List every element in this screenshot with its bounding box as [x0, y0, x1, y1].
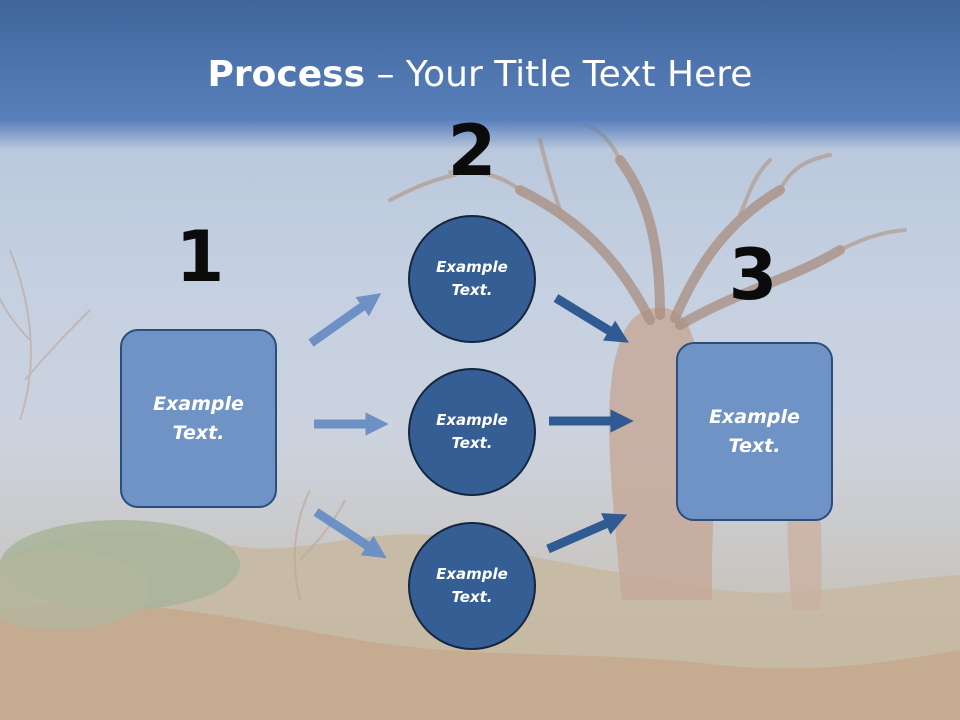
step-3-box: Example Text. [676, 342, 833, 521]
circle-middle-line-2: Text. [451, 434, 493, 452]
step-3-line-2: Text. [728, 434, 781, 457]
step-1-line-1: Example [153, 392, 244, 415]
slide-title: Process – Your Title Text Here [0, 52, 960, 98]
arrow-to-circle-top [308, 293, 382, 347]
step-number-2: 2 [447, 110, 497, 192]
title-bold: Process [207, 54, 366, 95]
circle-bottom-line-2: Text. [451, 588, 493, 606]
arrow-from-circle-bottom [546, 513, 628, 554]
circle-middle-line-1: Example [436, 411, 508, 429]
arrow-to-circle-bottom [313, 508, 387, 559]
circle-top-line-2: Text. [451, 281, 493, 299]
step-number-3: 3 [728, 234, 778, 316]
step-1-line-2: Text. [172, 421, 225, 444]
circle-top: Example Text. [408, 215, 536, 343]
circle-top-line-1: Example [436, 258, 508, 276]
circle-bottom: Example Text. [408, 522, 536, 650]
circle-bottom-line-1: Example [436, 565, 508, 583]
step-number-1: 1 [175, 216, 225, 298]
circle-middle: Example Text. [408, 368, 536, 496]
arrow-from-circle-top [553, 294, 629, 343]
step-1-box: Example Text. [120, 329, 277, 508]
step-3-line-1: Example [709, 405, 800, 428]
title-bar [0, 0, 960, 150]
title-rest: – Your Title Text Here [365, 54, 753, 95]
